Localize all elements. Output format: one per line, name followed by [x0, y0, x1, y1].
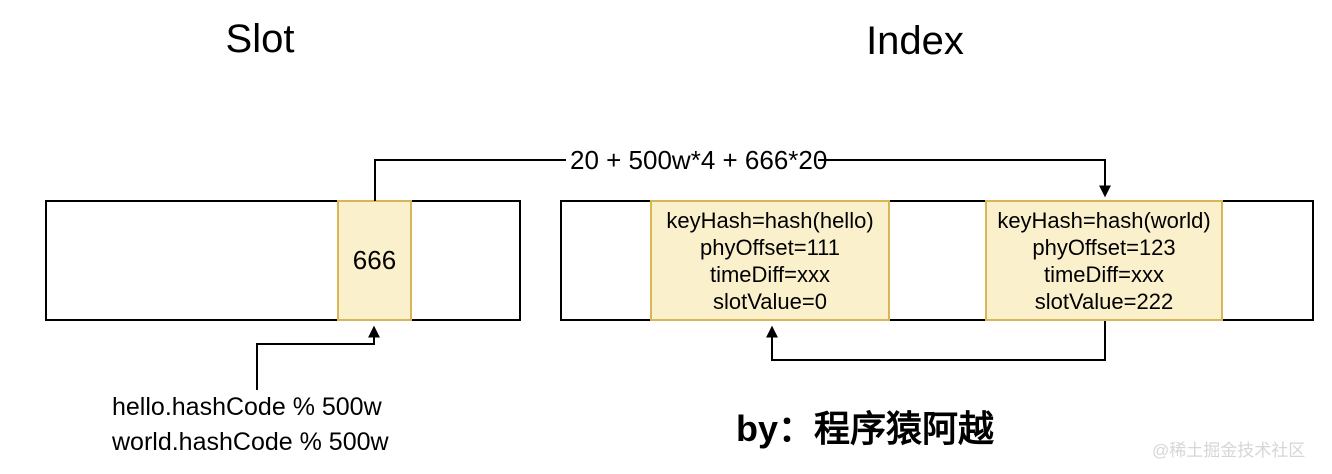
index-entry-hello-slotvalue: slotValue=0 — [713, 288, 827, 314]
index-entry-hello-timediff: timeDiff=xxx — [709, 261, 830, 287]
index-entry-hello-phyoffset: phyOffset=111 — [699, 234, 841, 260]
hashcode-note: hello.hashCode % 500w world.hashCode % 5… — [112, 390, 389, 460]
slot-cell-666: 666 — [337, 200, 412, 321]
index-entry-world-slotvalue: slotValue=222 — [1034, 288, 1174, 314]
slot-cell-value: 666 — [352, 245, 397, 275]
index-entry-world-keyhash: keyHash=hash(world) — [997, 207, 1211, 233]
index-entry-world-phyoffset: phyOffset=123 — [1032, 234, 1176, 260]
index-entry-hello-keyhash: keyHash=hash(hello) — [666, 207, 874, 233]
index-entry-hello: keyHash=hash(hello) phyOffset=111 timeDi… — [650, 200, 890, 321]
index-entry-world: keyHash=hash(world) phyOffset=123 timeDi… — [985, 200, 1223, 321]
index-entry-world-timediff: timeDiff=xxx — [1043, 261, 1164, 287]
arrow-hash-text-to-slot-cell — [256, 325, 380, 390]
hashcode-note-line2: world.hashCode % 500w — [112, 428, 389, 456]
arrow-world-entry-to-hello-entry — [766, 321, 1106, 361]
slot-title: Slot — [225, 17, 295, 61]
offset-formula-label: 20 + 500w*4 + 666*20 — [566, 146, 827, 174]
author-signature: by：程序猿阿越 — [735, 408, 994, 449]
watermark: @稀土掘金技术社区 — [1152, 441, 1306, 460]
slot-array-rect — [45, 200, 521, 321]
index-title: Index — [866, 19, 964, 63]
hashcode-note-line1: hello.hashCode % 500w — [112, 393, 382, 421]
